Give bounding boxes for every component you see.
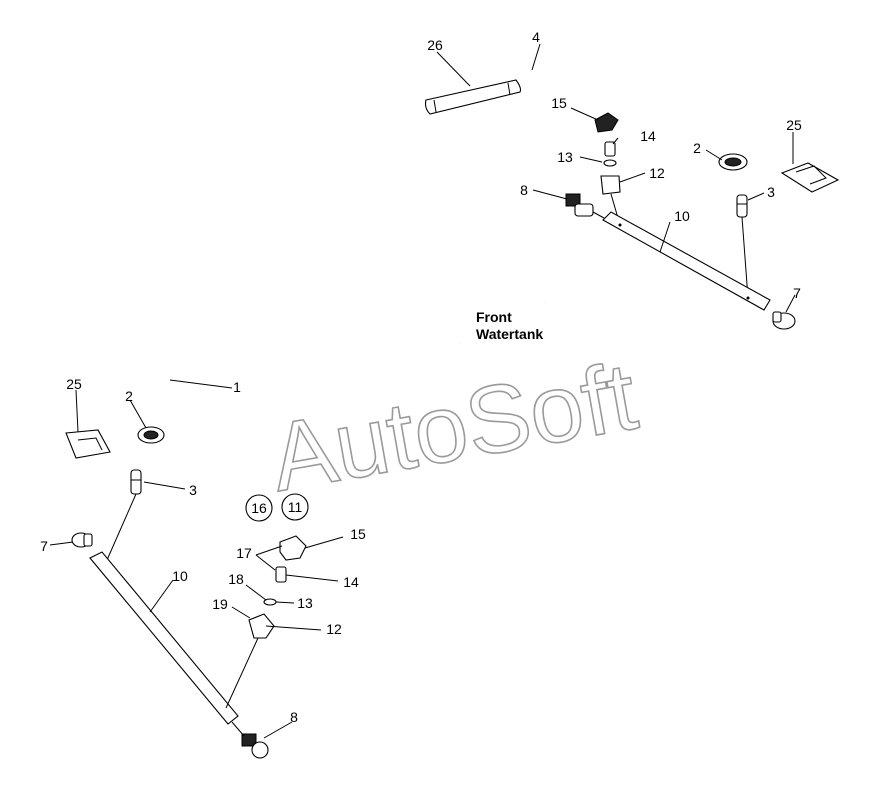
watermark-text: AutoSoft <box>263 343 644 512</box>
callout-8-lower: 8 <box>290 709 298 725</box>
valve-8-upper <box>565 193 605 219</box>
pipe-lower <box>145 295 462 431</box>
svg-text:16: 16 <box>251 500 267 516</box>
note-line-1: Front <box>476 309 512 325</box>
callout-3-lower: 3 <box>189 482 197 498</box>
callout-10: 10 <box>674 208 690 224</box>
fitting-3-lower <box>106 469 142 561</box>
sleeve-26 <box>424 79 522 115</box>
plug-7-lower <box>71 532 93 548</box>
body-12-lower <box>225 613 275 709</box>
ref-circle-11: 11 <box>281 493 309 521</box>
note-line-2: Watertank <box>476 326 543 342</box>
clamp-2-lower <box>137 426 165 444</box>
callout-18: 18 <box>228 571 244 587</box>
callout-3: 3 <box>767 184 775 200</box>
callout-26: 26 <box>427 37 443 53</box>
callout-10-lower: 10 <box>172 568 188 584</box>
callout-13-lower: 13 <box>297 595 313 611</box>
callout-12: 12 <box>649 165 665 181</box>
nozzle-14-lower <box>275 566 287 583</box>
callout-labels: 26 4 15 14 13 12 8 2 3 25 10 7 1 25 2 3 … <box>40 29 802 725</box>
fitting-3-upper <box>736 194 749 299</box>
callout-25: 25 <box>786 117 802 133</box>
ref-circle-16: 16 <box>245 494 273 522</box>
callout-25-lower: 25 <box>66 376 82 392</box>
tube-10-lower <box>89 551 239 725</box>
callout-15-lower: 15 <box>350 526 366 542</box>
callout-12-lower: 12 <box>326 621 342 637</box>
cap-15-upper <box>594 112 619 133</box>
callout-2: 2 <box>693 140 701 156</box>
svg-text:11: 11 <box>288 499 303 515</box>
decal-25-lower <box>65 429 111 459</box>
callout-14-lower: 14 <box>343 574 359 590</box>
callout-7-lower: 7 <box>40 538 48 554</box>
callout-4: 4 <box>532 29 540 45</box>
callout-2-lower: 2 <box>125 388 133 404</box>
valve-8-lower <box>231 721 269 759</box>
washer-13-upper <box>603 159 617 167</box>
clamp-2-upper <box>718 153 748 171</box>
callout-19: 19 <box>212 596 228 612</box>
plug-7-upper <box>772 311 796 330</box>
nozzle-14-upper <box>604 141 616 157</box>
pipe-upper <box>363 67 738 305</box>
callout-14: 14 <box>640 128 656 144</box>
callout-7: 7 <box>793 285 801 301</box>
decal-25-upper <box>780 162 840 193</box>
cap-15-lower <box>279 535 307 561</box>
leader-lines <box>49 43 796 739</box>
callout-17: 17 <box>236 545 252 561</box>
front-watertank-note: Front Watertank <box>476 309 543 342</box>
callout-13: 13 <box>557 149 573 165</box>
callout-8: 8 <box>520 182 528 198</box>
tube-10-upper <box>602 211 771 311</box>
callout-15: 15 <box>551 95 567 111</box>
callout-1: 1 <box>233 379 241 395</box>
